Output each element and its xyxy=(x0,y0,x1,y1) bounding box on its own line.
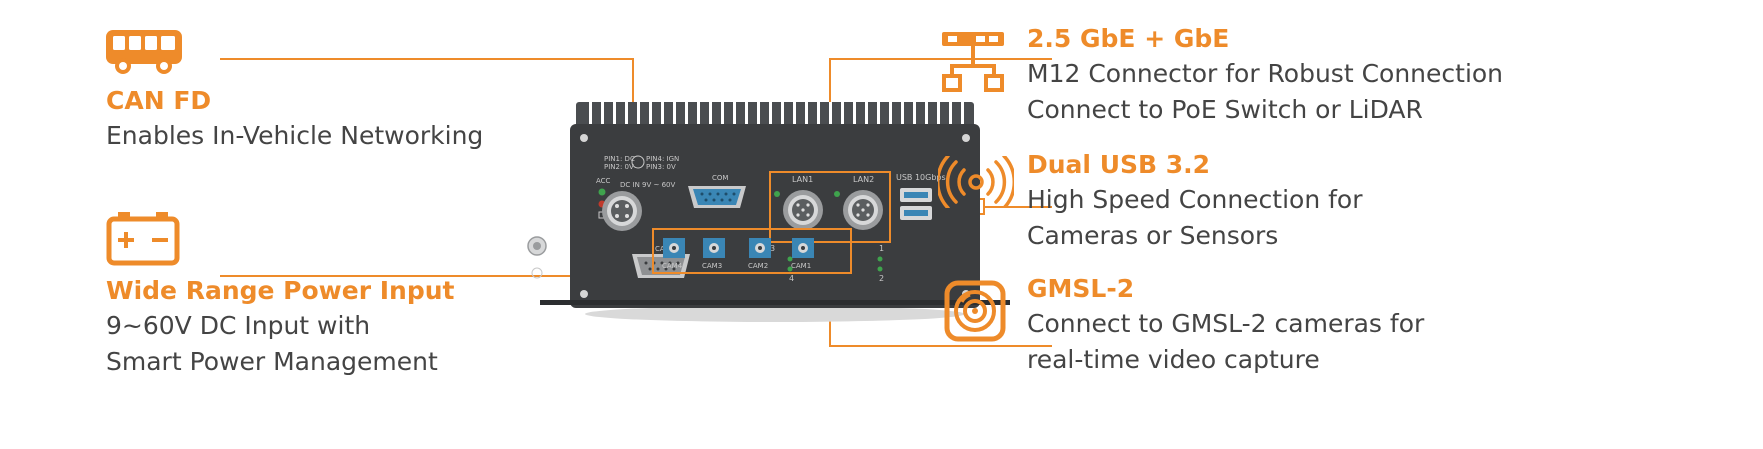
com-port xyxy=(688,186,746,208)
network-icon xyxy=(942,32,1004,92)
pin-label-2: PIN2: 0V xyxy=(604,163,634,171)
usb-ports xyxy=(900,188,932,220)
pin-label-3: PIN3: 0V xyxy=(646,163,676,171)
power-desc-1: 9~60V DC Input with xyxy=(106,311,371,340)
lan-highlight-box xyxy=(769,171,891,243)
can-fd-desc-1: Enables In-Vehicle Networking xyxy=(106,121,484,150)
can-fd-callout: CAN FD Enables In-Vehicle Networking xyxy=(106,84,483,154)
can-label: CAN xyxy=(655,245,670,253)
can-fd-title: CAN FD xyxy=(106,86,212,115)
cam4-port: CAM4 xyxy=(662,238,685,270)
camera-lens-icon xyxy=(944,280,1006,342)
wireless-signal-icon xyxy=(938,156,1014,208)
gmsl-desc-1: Connect to GMSL-2 cameras for xyxy=(1027,309,1425,338)
usb-callout: Dual USB 3.2 High Speed Connection for C… xyxy=(1027,148,1363,254)
cam3-label: CAM3 xyxy=(702,262,722,270)
usb-desc-1: High Speed Connection for xyxy=(1027,185,1363,214)
cam-num-2: 2 xyxy=(879,274,884,283)
cam1-label: CAM1 xyxy=(791,262,811,270)
lan1-connector xyxy=(783,190,823,230)
cam1-port: CAM1 xyxy=(791,238,814,270)
device-illustration: PIN1: DC PIN2: 0V PIN4: IGN PIN3: 0V ACC… xyxy=(540,102,1010,322)
com-label: COM xyxy=(712,174,728,182)
lan1-port-label: LAN1 xyxy=(792,175,813,184)
pin-label-4: PIN4: IGN xyxy=(646,155,679,163)
cam-num-1: 1 xyxy=(879,244,884,253)
lan2-connector xyxy=(843,190,883,230)
gbe-title: 2.5 GbE + GbE xyxy=(1027,24,1230,53)
pin-label-1: PIN1: DC xyxy=(604,155,635,163)
acc-label: ACC xyxy=(596,177,611,185)
usb-label: USB 10Gbps xyxy=(896,173,946,182)
lan2-port-label: LAN2 xyxy=(853,175,874,184)
ground-screw xyxy=(527,236,547,279)
power-desc-2: Smart Power Management xyxy=(106,347,438,376)
cam-num-4: 4 xyxy=(789,274,794,283)
usb-title: Dual USB 3.2 xyxy=(1027,150,1211,179)
power-callout: Wide Range Power Input 9~60V DC Input wi… xyxy=(106,274,455,380)
bus-icon xyxy=(106,30,182,74)
cam4-label: CAM4 xyxy=(662,262,683,270)
power-title: Wide Range Power Input xyxy=(106,276,455,305)
cam3-port: CAM3 xyxy=(702,238,725,270)
gmsl-title: GMSL-2 xyxy=(1027,274,1135,303)
gbe-desc-1: M12 Connector for Robust Connection xyxy=(1027,59,1504,88)
gbe-desc-2: Connect to PoE Switch or LiDAR xyxy=(1027,95,1423,124)
cam2-label: CAM2 xyxy=(748,262,768,270)
cam2-port: CAM2 xyxy=(748,238,771,270)
dc-in-connector xyxy=(602,191,642,231)
gbe-callout: 2.5 GbE + GbE M12 Connector for Robust C… xyxy=(1027,22,1503,128)
camera-group-box xyxy=(652,228,852,274)
dc-in-label: DC IN 9V ~ 60V xyxy=(620,181,675,189)
gmsl-callout: GMSL-2 Connect to GMSL-2 cameras for rea… xyxy=(1027,272,1424,378)
battery-icon xyxy=(106,212,180,266)
gmsl-desc-2: real-time video capture xyxy=(1027,345,1320,374)
heatsink-fins xyxy=(589,102,964,124)
acc-led-green xyxy=(598,188,606,196)
cam-num-3: 3 xyxy=(770,244,775,253)
usb-desc-2: Cameras or Sensors xyxy=(1027,221,1279,250)
